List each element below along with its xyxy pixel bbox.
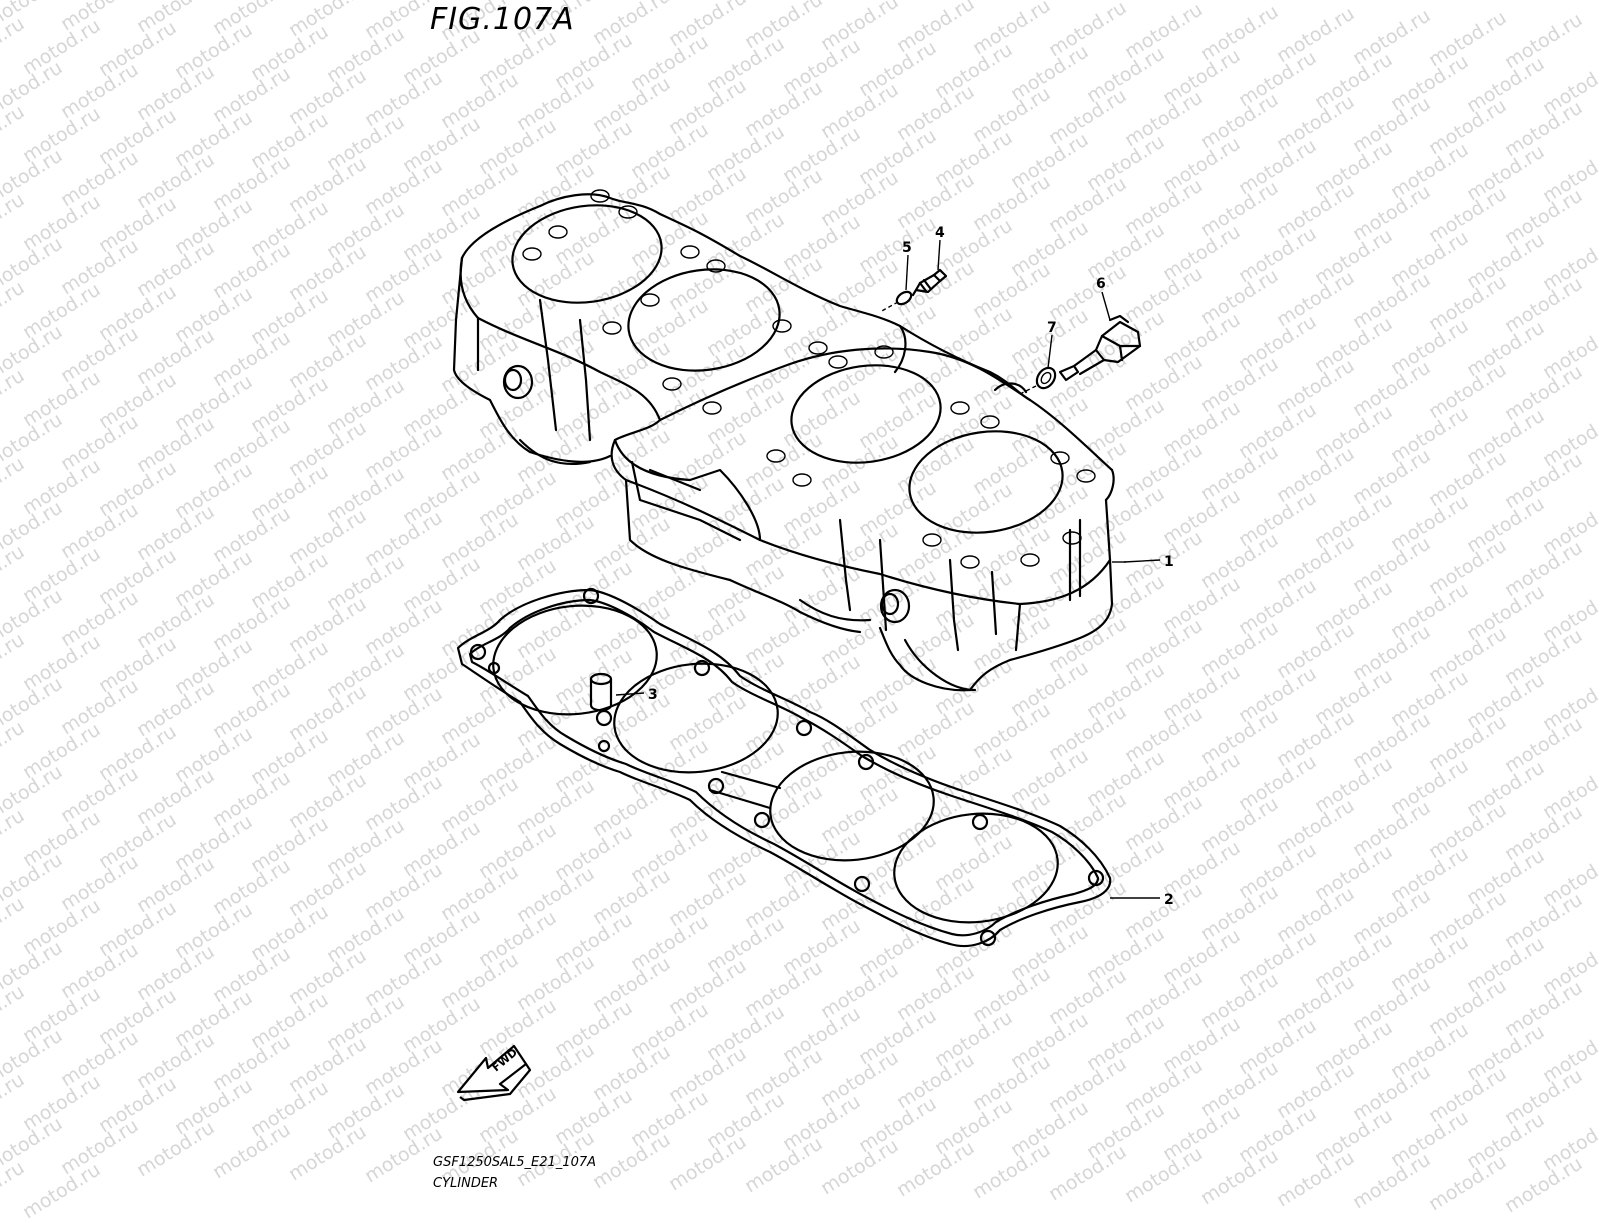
callout-5: 5 bbox=[902, 240, 912, 256]
dowel-pin[interactable] bbox=[589, 672, 613, 712]
callout-3: 3 bbox=[648, 687, 658, 703]
callout-4: 4 bbox=[935, 225, 945, 241]
callout-6: 6 bbox=[1096, 276, 1106, 292]
sensor-washer[interactable] bbox=[1033, 364, 1059, 391]
callout-1: 1 bbox=[1164, 554, 1174, 570]
temperature-sensor[interactable] bbox=[1058, 314, 1142, 382]
oil-jet-stud[interactable] bbox=[911, 268, 948, 297]
callout-2: 2 bbox=[1164, 892, 1174, 908]
callout-7: 7 bbox=[1047, 320, 1057, 336]
o-ring-small[interactable] bbox=[895, 289, 914, 306]
figure-name: CYLINDER bbox=[433, 1176, 499, 1191]
leader-lines bbox=[615, 239, 1161, 899]
cylinder-block[interactable] bbox=[452, 189, 1115, 692]
cylinder-base-gasket[interactable] bbox=[456, 587, 1112, 948]
figure-code: GSF1250SAL5_E21_107A bbox=[433, 1155, 597, 1170]
fwd-arrow-icon: FWD bbox=[456, 1044, 532, 1102]
figure-title: FIG.107A bbox=[430, 2, 575, 37]
